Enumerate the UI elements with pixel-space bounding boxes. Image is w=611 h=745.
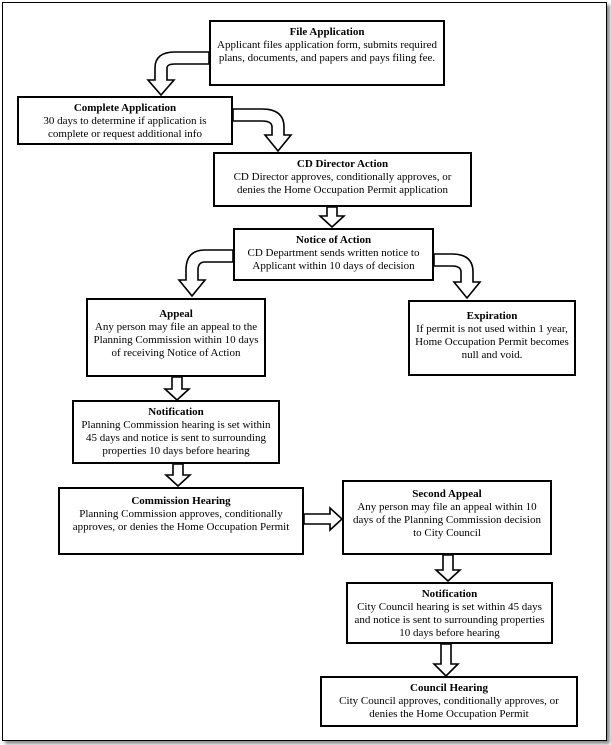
- arrow-notification-to-council: [432, 643, 460, 678]
- commission-hearing-box: Commission Hearing Planning Commission a…: [58, 487, 304, 555]
- notification-2-title: Notification: [421, 588, 478, 600]
- council-hearing-box: Council Hearing City Council approves, c…: [320, 676, 578, 727]
- file-application-box: File Application Applicant files applica…: [209, 20, 445, 86]
- second-appeal-body: Any person may file an appeal within 10 …: [353, 501, 541, 539]
- notice-of-action-body: CD Department sends written notice to Ap…: [247, 247, 420, 272]
- cd-director-action-title: CD Director Action: [296, 158, 389, 170]
- expiration-title: Expiration: [466, 310, 518, 322]
- arrow-complete-to-director: [232, 108, 293, 153]
- notification-1-body: Planning Commission hearing is set withi…: [81, 419, 271, 457]
- notice-of-action-box: Notice of Action CD Department sends wri…: [233, 228, 434, 281]
- arrow-second-appeal-to-notification: [433, 554, 463, 583]
- appeal-box: Appeal Any person may file an appeal to …: [86, 298, 266, 377]
- arrow-notice-to-expiration: [433, 253, 482, 300]
- second-appeal-box: Second Appeal Any person may file an app…: [342, 480, 552, 555]
- arrow-notice-to-appeal: [177, 249, 234, 298]
- expiration-body: If permit is not used within 1 year, Hom…: [415, 323, 569, 361]
- commission-hearing-title: Commission Hearing: [131, 495, 231, 507]
- notification-2-body: City Council hearing is set within 45 da…: [354, 601, 545, 639]
- cd-director-action-body: CD Director approves, conditionally appr…: [233, 171, 452, 196]
- second-appeal-title: Second Appeal: [412, 488, 482, 500]
- file-application-body: Applicant files application form, submit…: [217, 39, 437, 64]
- arrow-notification-to-hearing: [163, 463, 193, 488]
- notice-of-action-title: Notice of Action: [295, 234, 372, 246]
- council-hearing-body: City Council approves, conditionally app…: [339, 695, 559, 720]
- arrow-file-to-complete: [146, 51, 210, 97]
- expiration-box: Expiration If permit is not used within …: [408, 300, 576, 376]
- arrow-appeal-to-notification: [162, 376, 192, 402]
- notification-box-2: Notification City Council hearing is set…: [346, 582, 553, 644]
- notification-1-title: Notification: [148, 406, 204, 418]
- complete-application-title: Complete Application: [73, 102, 177, 114]
- file-application-title: File Application: [289, 26, 365, 38]
- complete-application-body: 30 days to determine if application is c…: [43, 115, 207, 140]
- arrow-hearing-to-second-appeal: [303, 506, 344, 532]
- commission-hearing-body: Planning Commission approves, conditiona…: [72, 508, 290, 533]
- cd-director-action-box: CD Director Action CD Director approves,…: [213, 152, 472, 207]
- appeal-body: Any person may file an appeal to the Pla…: [93, 321, 259, 359]
- notification-box-1: Notification Planning Commission hearing…: [72, 400, 280, 464]
- appeal-title: Appeal: [159, 308, 193, 320]
- arrow-director-to-notice: [317, 206, 347, 229]
- complete-application-box: Complete Application 30 days to determin…: [17, 96, 233, 145]
- council-hearing-title: Council Hearing: [410, 682, 488, 694]
